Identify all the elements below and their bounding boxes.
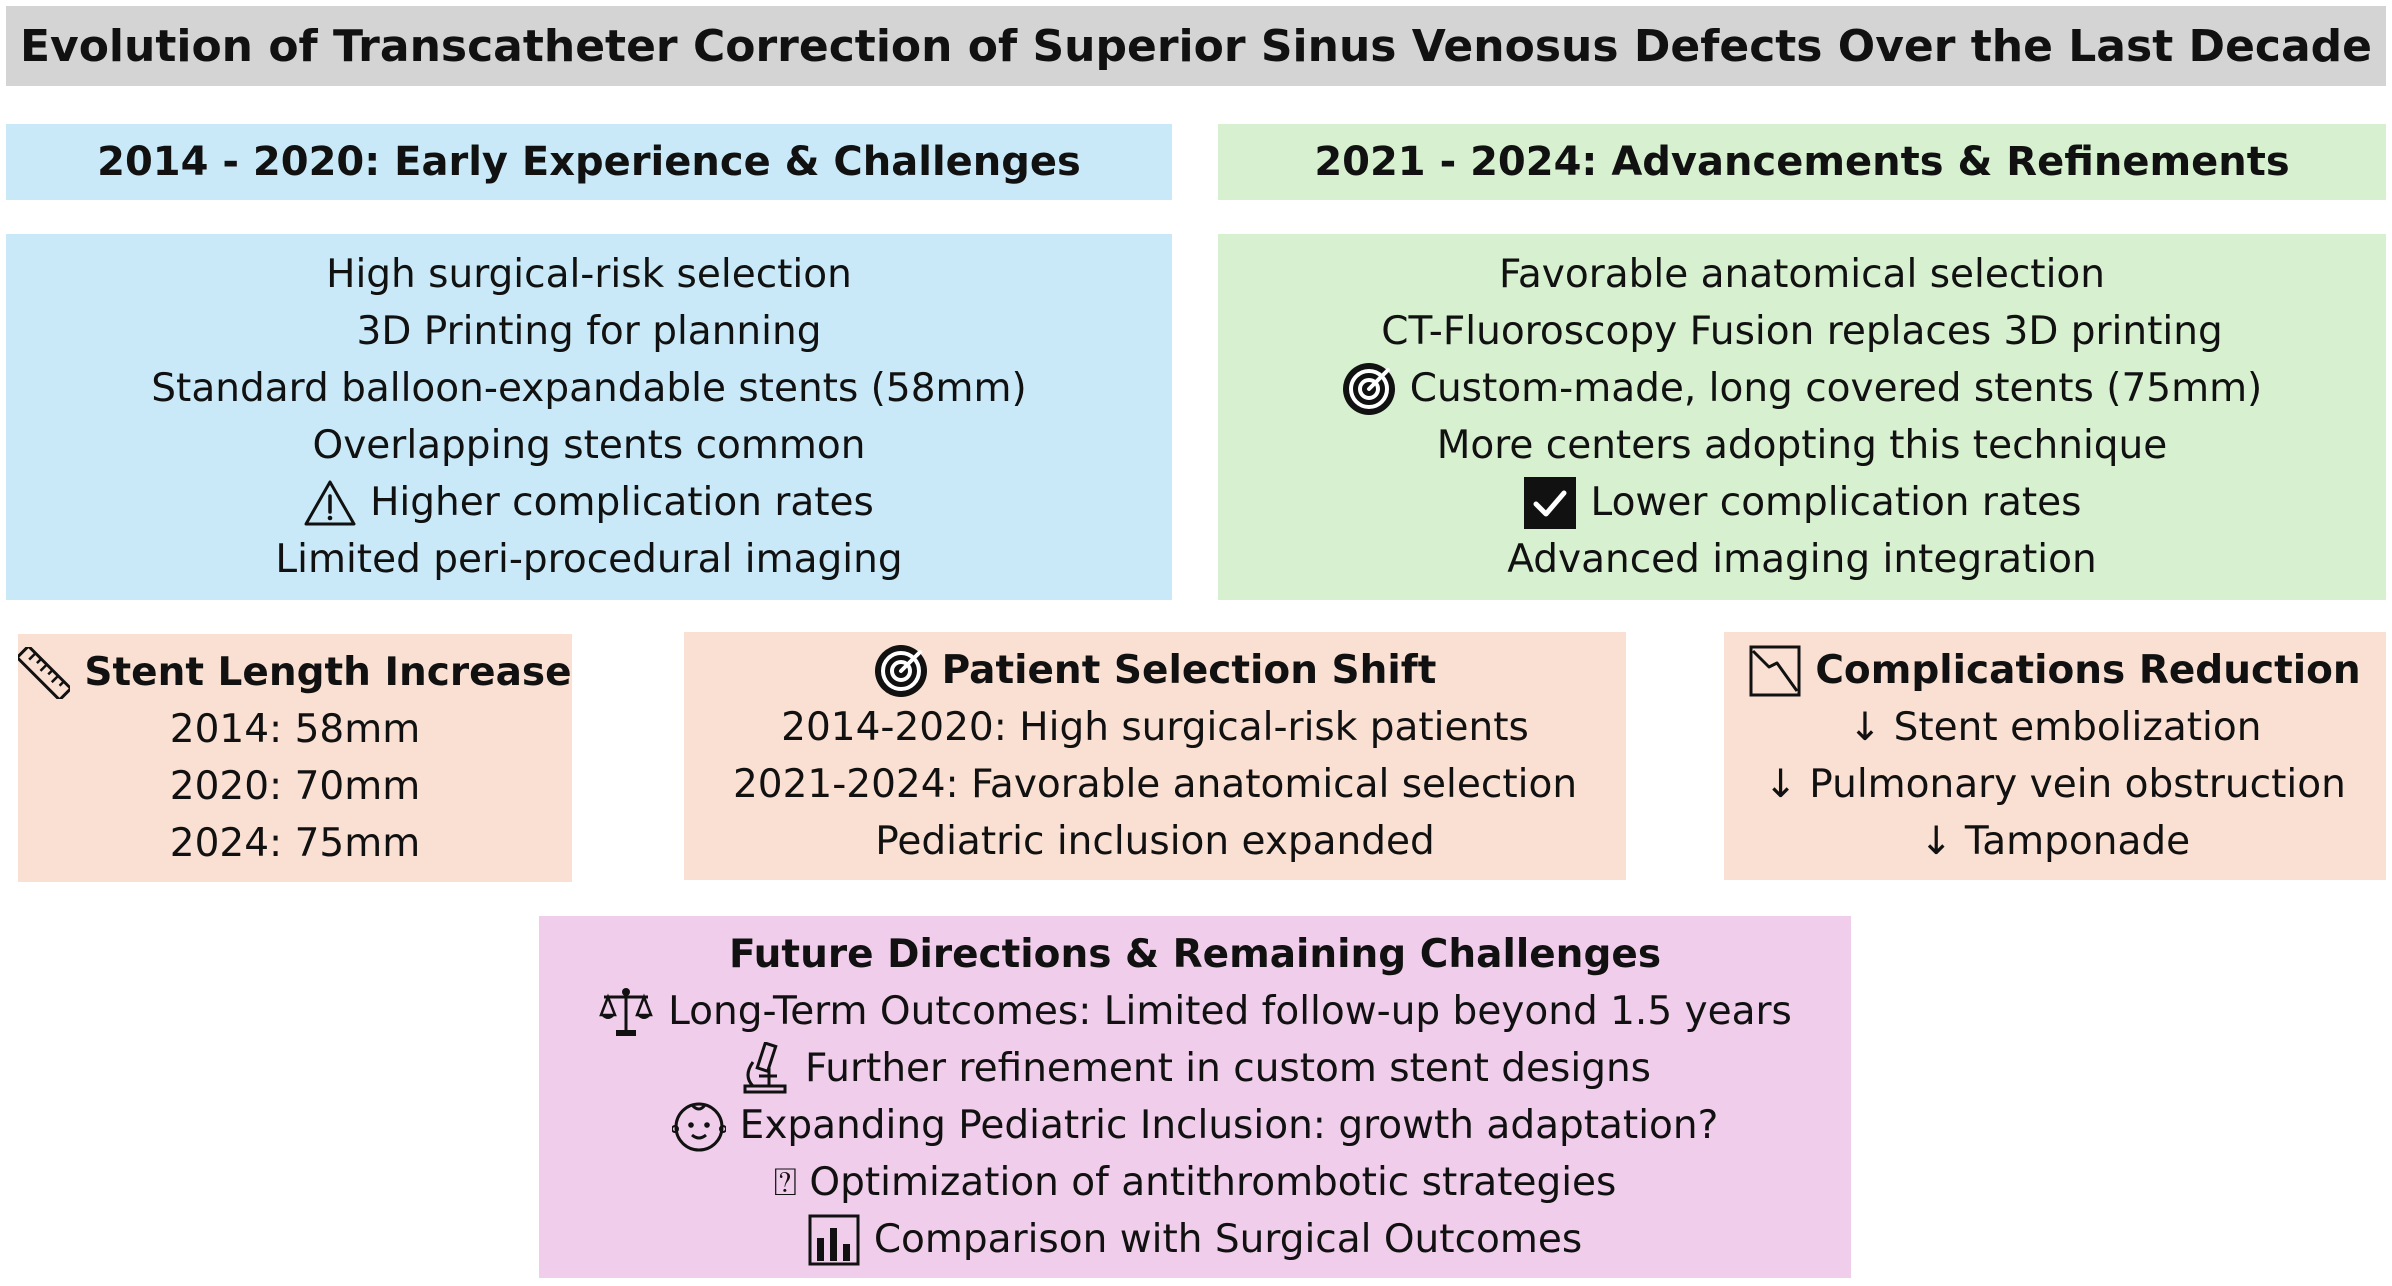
advanced-item: More centers adopting this technique — [1436, 423, 2168, 468]
future-item: Further refinement in custom stent desig… — [739, 1040, 1651, 1097]
future-item: Expanding Pediatric Inclusion: growth ad… — [671, 1097, 1718, 1154]
patient-selection-item: 2014-2020: High surgical-risk patients — [781, 705, 1529, 750]
trend-down-icon — [1749, 645, 1801, 697]
bar-chart-icon — [808, 1214, 860, 1266]
scale-icon — [598, 985, 654, 1039]
complications-item: ↓ Pulmonary vein obstruction — [1764, 762, 2346, 807]
patient-selection-item: 2021-2024: Favorable anatomical selectio… — [732, 762, 1578, 807]
warning-icon — [304, 479, 356, 527]
target-icon — [1342, 362, 1396, 416]
stent-length-item: 2020: 70mm — [169, 764, 421, 809]
advanced-header: 2021 - 2024: Advancements & Refinements — [1218, 124, 2386, 200]
patient-selection-card: Patient Selection Shift 2014-2020: High … — [684, 632, 1626, 880]
early-item: 3D Printing for planning — [356, 309, 822, 354]
advanced-item: Custom-made, long covered stents (75mm) — [1342, 360, 2262, 417]
future-item: Comparison with Surgical Outcomes — [808, 1211, 1582, 1268]
microscope-icon — [739, 1041, 791, 1096]
future-item: Long-Term Outcomes: Limited follow-up be… — [598, 983, 1792, 1040]
early-item: High surgical-risk selection — [326, 252, 852, 297]
advanced-heading: 2021 - 2024: Advancements & Refinements — [1314, 139, 2290, 185]
complications-item: ↓ Stent embolization — [1848, 705, 2262, 750]
complications-title: Complications Reduction — [1749, 642, 2361, 699]
stent-length-card: Stent Length Increase 2014: 58mm 2020: 7… — [18, 634, 572, 882]
patient-selection-title: Patient Selection Shift — [874, 642, 1436, 699]
advanced-item: Lower complication rates — [1523, 474, 2081, 531]
early-item: Limited peri-procedural imaging — [275, 537, 903, 582]
future-directions-title: Future Directions & Remaining Challenges — [728, 932, 1662, 977]
early-list: High surgical-risk selection 3D Printing… — [6, 234, 1172, 600]
patient-selection-item: Pediatric inclusion expanded — [875, 819, 1435, 864]
diagram-title: Evolution of Transcatheter Correction of… — [19, 20, 2373, 72]
early-item: Higher complication rates — [304, 474, 874, 531]
title-bar: Evolution of Transcatheter Correction of… — [6, 6, 2386, 86]
complications-item: ↓ Tamponade — [1919, 819, 2191, 864]
stent-length-item: 2014: 58mm — [169, 707, 421, 752]
advanced-list: Favorable anatomical selection CT-Fluoro… — [1218, 234, 2386, 600]
stent-length-item: 2024: 75mm — [169, 821, 421, 866]
baby-icon — [671, 1099, 726, 1153]
future-item: ⍰ Optimization of antithrombotic strateg… — [773, 1160, 1617, 1205]
future-directions-card: Future Directions & Remaining Challenges… — [539, 916, 1851, 1278]
stent-length-title: Stent Length Increase — [18, 644, 572, 701]
early-item: Overlapping stents common — [312, 423, 866, 468]
advanced-item: Advanced imaging integration — [1507, 537, 2097, 582]
advanced-item: CT-Fluoroscopy Fusion replaces 3D printi… — [1381, 309, 2223, 354]
complications-card: Complications Reduction ↓ Stent emboliza… — [1724, 632, 2386, 880]
early-header: 2014 - 2020: Early Experience & Challeng… — [6, 124, 1172, 200]
advanced-item: Favorable anatomical selection — [1499, 252, 2105, 297]
checkbox-icon — [1523, 476, 1577, 530]
early-item: Standard balloon-expandable stents (58mm… — [151, 366, 1027, 411]
target-icon — [874, 644, 928, 698]
early-heading: 2014 - 2020: Early Experience & Challeng… — [97, 139, 1081, 185]
ruler-icon — [18, 646, 71, 699]
